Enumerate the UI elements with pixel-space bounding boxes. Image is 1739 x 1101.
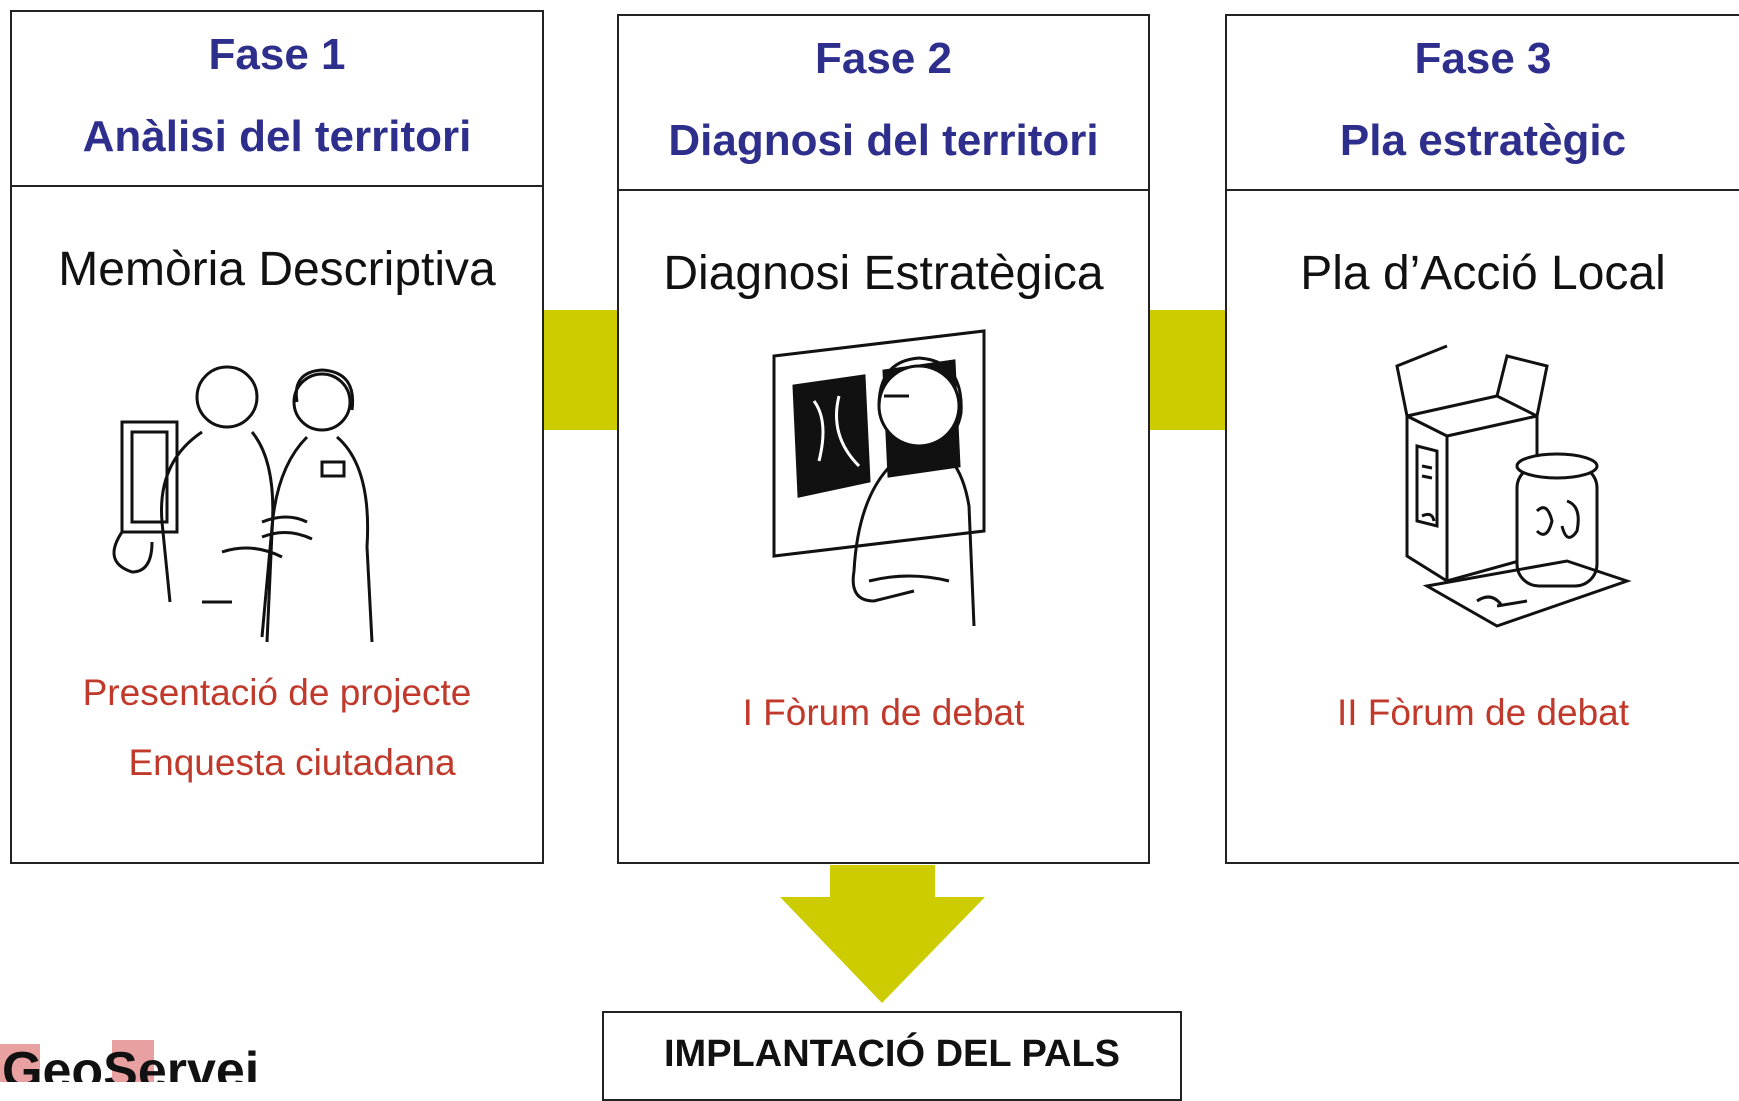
phase-3-header: Fase 3 Pla estratègic xyxy=(1227,16,1739,191)
phase-2-box: Fase 2 Diagnosi del territori Diagnosi E… xyxy=(617,14,1150,864)
phase-2-document: Diagnosi Estratègica xyxy=(663,247,1104,300)
phase-1-event-1: Presentació de projecte xyxy=(82,672,472,713)
phase-1-title: Anàlisi del territori xyxy=(82,112,472,161)
phase-3-event-1: II Fòrum de debat xyxy=(1336,692,1630,733)
phase-3-title: Pla estratègic xyxy=(1339,116,1627,165)
phase-2-title: Diagnosi del territori xyxy=(668,116,1099,165)
svg-text:GeoServei: GeoServei xyxy=(2,1042,259,1082)
phase-3-box: Fase 3 Pla estratègic Pla d’Acció Local … xyxy=(1225,14,1739,864)
phase-1-header: Fase 1 Anàlisi del territori xyxy=(12,12,542,187)
doctor-consultation-illustration xyxy=(112,365,374,643)
connector-2-3 xyxy=(1148,310,1228,430)
connector-1-2 xyxy=(540,310,620,430)
phase-3-document: Pla d’Acció Local xyxy=(1300,247,1666,300)
result-label: IMPLANTACIÓ DEL PALS xyxy=(664,1033,1120,1075)
phase-2-number: Fase 2 xyxy=(815,34,952,83)
phase-3-number: Fase 3 xyxy=(1414,34,1552,83)
phase-1-number: Fase 1 xyxy=(208,30,346,79)
medicine-box-illustration xyxy=(1395,344,1632,628)
phase-1-document: Memòria Descriptiva xyxy=(58,243,496,296)
xray-review-illustration xyxy=(772,329,986,627)
phase-2-event-1: I Fòrum de debat xyxy=(742,692,1025,733)
geoservei-logo: GeoServei xyxy=(0,1040,259,1082)
phase-1-box: Fase 1 Anàlisi del territori Memòria Des… xyxy=(10,10,544,864)
phase-2-header: Fase 2 Diagnosi del territori xyxy=(619,16,1148,191)
down-arrow-icon xyxy=(780,865,985,1003)
result-box: IMPLANTACIÓ DEL PALS xyxy=(602,1011,1182,1101)
phase-1-event-2: Enquesta ciutadana xyxy=(128,742,456,783)
